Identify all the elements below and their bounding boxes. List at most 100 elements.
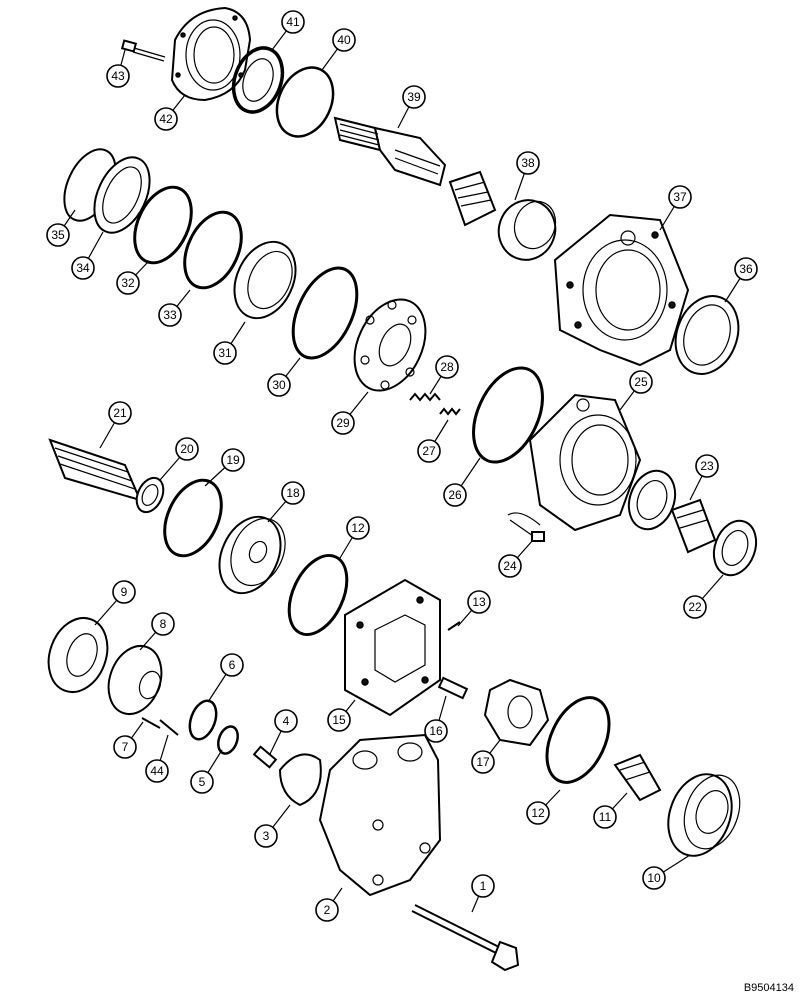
- callout-number: 15: [332, 713, 346, 727]
- callout-28: 28: [429, 355, 459, 395]
- callout-bubble: [467, 590, 491, 614]
- callout-number: 22: [688, 600, 702, 614]
- callout-bubble: [108, 401, 132, 425]
- part-5-o-ring: [217, 725, 239, 755]
- part-13-pin: [447, 621, 461, 631]
- callout-number: 6: [229, 658, 236, 672]
- callout-8: 8: [139, 612, 175, 651]
- part-4-pin: [252, 745, 278, 769]
- callout-15: 15: [327, 699, 356, 732]
- callout-number: 11: [599, 810, 612, 824]
- part-23-bearing: [627, 469, 717, 554]
- part-28-spring: [409, 392, 441, 402]
- callout-bubble: [315, 898, 339, 922]
- callout-number: 40: [337, 33, 351, 47]
- callout-33: 33: [158, 289, 191, 327]
- callout-bubble: [113, 735, 137, 759]
- callout-37: 37: [659, 185, 692, 231]
- part-26-o-ring: [472, 366, 544, 464]
- callout-number: 12: [351, 521, 365, 535]
- part-12-o-ring-lower: [545, 696, 611, 784]
- callout-bubble: [498, 554, 522, 578]
- callout-bubble: [254, 824, 278, 848]
- callout-number: 7: [122, 740, 129, 754]
- callout-number: 12: [531, 806, 545, 820]
- callout-24: 24: [498, 539, 534, 578]
- part-37-housing: [553, 213, 690, 367]
- callout-number: 39: [407, 90, 421, 104]
- part-36-seal-ring: [674, 295, 740, 375]
- callout-bubble: [331, 411, 355, 435]
- callout-16: 16: [424, 695, 448, 743]
- callout-number: 16: [429, 724, 443, 738]
- part-6-o-ring: [188, 699, 218, 741]
- part-38-bearing: [448, 170, 557, 261]
- callout-bubble: [116, 271, 140, 295]
- part-32-ring: [133, 185, 193, 265]
- callout-bubble: [220, 653, 244, 677]
- part-42-flange: [170, 6, 252, 102]
- part-12-o-ring-upper: [287, 553, 349, 637]
- callout-bubble: [190, 770, 214, 794]
- callout-bubble: [158, 303, 182, 327]
- callout-bubble: [71, 256, 95, 280]
- callout-number: 19: [226, 453, 240, 467]
- callout-number: 37: [673, 190, 687, 204]
- callout-19: 19: [204, 448, 245, 487]
- callout-bubble: [274, 709, 298, 733]
- callout-number: 30: [272, 378, 286, 392]
- callout-bubble: [629, 370, 653, 394]
- part-21-splined-shaft: [48, 438, 142, 502]
- part-43-bolt: [120, 39, 166, 62]
- callout-number: 10: [647, 871, 661, 885]
- callout-bubble: [402, 85, 426, 109]
- callout-bubble: [642, 866, 666, 890]
- callout-number: 28: [440, 360, 454, 374]
- callout-36: 36: [724, 257, 758, 303]
- callout-number: 18: [286, 486, 300, 500]
- callout-10: 10: [642, 854, 691, 890]
- part-18-piston: [218, 515, 286, 595]
- callout-number: 21: [113, 406, 127, 420]
- callout-bubble: [281, 10, 305, 34]
- figure-code: B9504134: [743, 982, 794, 994]
- part-27-spring: [439, 407, 461, 416]
- callout-number: 43: [111, 69, 125, 83]
- callout-bubble: [112, 580, 136, 604]
- callout-9: 9: [94, 580, 136, 626]
- callout-number: 32: [121, 276, 135, 290]
- callout-number: 34: [76, 261, 90, 275]
- callout-bubble: [213, 341, 237, 365]
- part-30-o-ring: [291, 266, 359, 360]
- callout-23: 23: [689, 454, 719, 501]
- callout-39: 39: [397, 85, 426, 129]
- callout-bubble: [526, 801, 550, 825]
- callout-41: 41: [271, 10, 305, 51]
- part-33-ring: [183, 210, 243, 290]
- callout-number: 41: [286, 15, 300, 29]
- callout-29: 29: [331, 391, 369, 435]
- callout-26: 26: [443, 457, 481, 507]
- part-20-washer: [135, 476, 165, 514]
- callout-number: 24: [503, 559, 517, 573]
- callout-number: 38: [521, 156, 535, 170]
- part-39-shaft: [333, 116, 447, 187]
- part-17-rotor: [483, 678, 550, 747]
- callout-12: 12: [339, 516, 370, 559]
- callout-bubble: [471, 874, 495, 898]
- part-40-o-ring: [275, 66, 335, 138]
- callout-number: 3: [263, 829, 270, 843]
- callout-bubble: [435, 355, 459, 379]
- callout-bubble: [695, 454, 719, 478]
- callout-bubble: [443, 483, 467, 507]
- callout-42: 42: [154, 94, 186, 131]
- callout-number: 42: [159, 112, 173, 126]
- callout-number: 4: [283, 714, 290, 728]
- callout-25: 25: [619, 370, 653, 411]
- callout-number: 17: [476, 755, 490, 769]
- callout-bubble: [734, 257, 758, 281]
- part-41-seal: [231, 46, 285, 114]
- callout-number: 29: [336, 416, 350, 430]
- callout-43: 43: [106, 49, 130, 88]
- callout-7: 7: [113, 721, 144, 759]
